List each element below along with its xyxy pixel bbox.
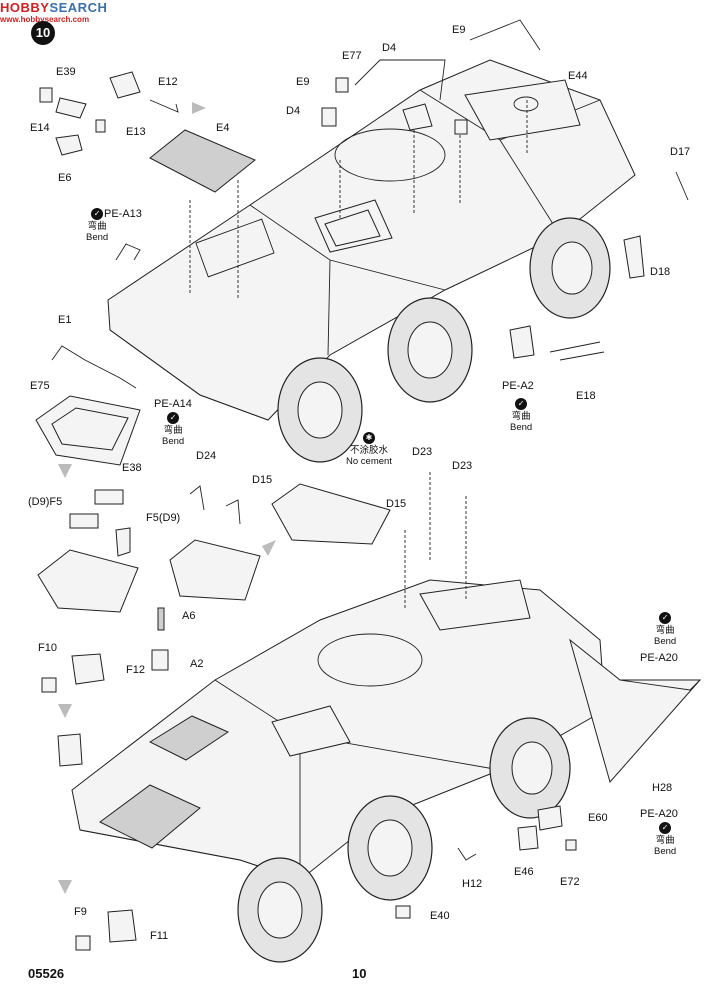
upper-hull-drawing [35, 19, 689, 478]
watermark-url: www.hobbysearch.com [0, 15, 90, 24]
part-label-d15-a: D15 [252, 474, 273, 486]
page-number: 10 [352, 966, 367, 981]
part-label-d4-a: D4 [286, 105, 301, 117]
part-label-e1: E1 [58, 314, 72, 326]
part-label-e77: E77 [342, 50, 362, 62]
part-label-e9-a: E9 [296, 76, 310, 88]
lower-hull-drawing [37, 472, 702, 963]
kit-number: 05526 [28, 966, 65, 981]
part-label-e38: E38 [122, 462, 142, 474]
part-label-d24: D24 [196, 450, 217, 462]
part-label-e18: E18 [576, 390, 596, 402]
part-label-pe-a20-a: PE-A20 [640, 652, 678, 664]
part-label-d4-b: D4 [382, 42, 397, 54]
part-label-e46: E46 [514, 866, 534, 878]
bend-note-pe-a2: ✓ 弯曲 Bend [510, 398, 533, 433]
part-label-e13: E13 [126, 126, 146, 138]
part-label-e4: E4 [216, 122, 230, 134]
part-label-e40: E40 [430, 910, 450, 922]
part-label-h12: H12 [462, 878, 483, 890]
bend-icon: ✓ [659, 822, 672, 834]
part-label-pe-a20-b: PE-A20 [640, 808, 678, 820]
part-label-e60: E60 [588, 812, 608, 824]
part-label-a6: A6 [182, 610, 196, 622]
bend-note-pe-a20-a: ✓ 弯曲 Bend [654, 612, 677, 647]
no-cement-icon: ✱ [362, 432, 375, 444]
bend-note-pe-a13: ✓ 弯曲 Bend [86, 208, 109, 243]
bend-note-pe-a14: ✓ 弯曲 Bend [162, 412, 185, 447]
part-label-pe-a13: PE-A13 [104, 208, 142, 220]
part-label-e12: E12 [158, 76, 178, 88]
part-label-h28: H28 [652, 782, 673, 794]
bend-note-pe-a20-b: ✓ 弯曲 Bend [654, 822, 677, 857]
part-label-e39: E39 [56, 66, 76, 78]
watermark-logo: HOBBYSEARCH [0, 0, 108, 15]
part-label-e44: E44 [568, 70, 588, 82]
bend-icon: ✓ [167, 412, 180, 424]
part-label-d9-f5: (D9)F5 [28, 496, 63, 508]
part-label-pe-a14: PE-A14 [154, 398, 192, 410]
part-label-e72: E72 [560, 876, 580, 888]
part-label-d23-b: D23 [452, 460, 473, 472]
part-label-f12: F12 [126, 664, 145, 676]
part-label-f11: F11 [150, 930, 169, 942]
bend-icon: ✓ [515, 398, 528, 410]
step-number-badge: 10 [31, 21, 55, 45]
part-label-a2: A2 [190, 658, 204, 670]
part-label-e14: E14 [30, 122, 50, 134]
part-label-d17: D17 [670, 146, 691, 158]
bend-icon: ✓ [91, 208, 104, 220]
part-label-f9: F9 [74, 906, 87, 918]
bend-icon: ✓ [659, 612, 672, 624]
no-cement-note: ✱ 不涂胶水 No cement [346, 432, 392, 467]
part-label-d23-a: D23 [412, 446, 433, 458]
part-label-pe-a2: PE-A2 [502, 380, 534, 392]
part-label-d18: D18 [650, 266, 671, 278]
part-label-e9-b: E9 [452, 24, 466, 36]
part-label-e75: E75 [30, 380, 50, 392]
part-label-f5-d9: F5(D9) [146, 512, 181, 524]
part-label-d15-b: D15 [386, 498, 407, 510]
part-label-f10: F10 [38, 642, 57, 654]
part-label-e6: E6 [58, 172, 72, 184]
